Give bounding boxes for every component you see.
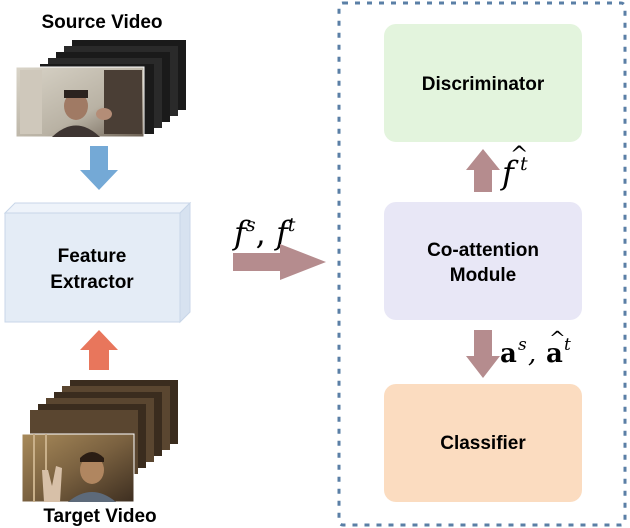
- svg-text:s: s: [518, 335, 527, 355]
- fhat-math-label: f ^ t: [500, 143, 528, 192]
- svg-text:a: a: [500, 339, 517, 369]
- svg-text:t: t: [520, 153, 528, 175]
- feature-extractor-label-line1: Feature: [58, 246, 127, 267]
- target-arrow-up: [80, 330, 118, 370]
- svg-text:^: ^: [549, 326, 566, 350]
- classifier-box: [384, 384, 582, 502]
- svg-text:^: ^: [510, 143, 528, 168]
- coattention-module-box: [384, 202, 582, 320]
- source-video-label: Source Video: [41, 12, 162, 33]
- discriminator-box: [384, 24, 582, 142]
- features-arrow-right: [233, 244, 326, 280]
- coattention-label-line2: Module: [450, 265, 517, 286]
- feature-extractor-label-line2: Extractor: [50, 272, 134, 293]
- target-video-frame-front: [21, 433, 135, 503]
- target-video-frames: [21, 380, 178, 503]
- features-math-label: fs, ft: [232, 214, 296, 252]
- source-arrow-down: [80, 146, 118, 190]
- svg-text:t: t: [564, 335, 571, 355]
- coattention-label-line1: Co-attention: [427, 240, 539, 261]
- source-video-frame-front: [15, 66, 145, 138]
- svg-text:,: ,: [528, 339, 536, 369]
- source-video-frames: [15, 40, 186, 138]
- svg-text:a: a: [546, 339, 563, 369]
- adaptation-module-container: [337, 1, 627, 527]
- feature-extractor-box: Feature Extractor: [3, 201, 192, 324]
- attention-math-label: a s , a ^ t: [500, 326, 571, 369]
- classifier-label: Classifier: [440, 433, 526, 454]
- fhat-arrow-up: [466, 149, 500, 192]
- target-video-label: Target Video: [43, 506, 156, 527]
- attention-arrow-down: [466, 330, 500, 378]
- discriminator-label: Discriminator: [422, 74, 545, 95]
